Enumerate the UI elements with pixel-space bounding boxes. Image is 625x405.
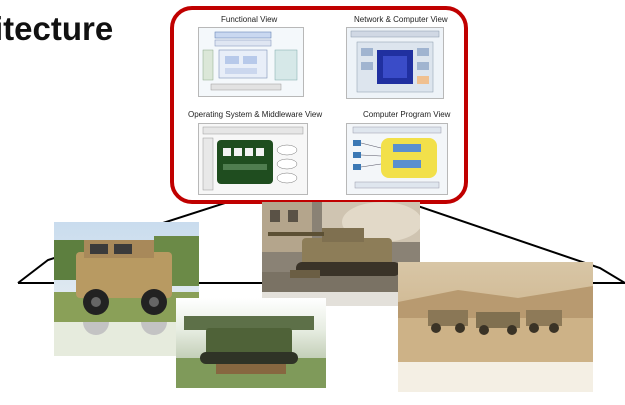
os-middleware-view-label: Operating System & Middleware View [188,110,323,119]
network-computer-view-label: Network & Computer View [354,15,448,24]
architecture-views-panel: Functional View Network & Computer View [170,6,468,204]
bridge-layer-tank-photo [176,298,326,388]
desert-convoy-photo [398,262,593,362]
os-middleware-view-diagram[interactable] [198,123,308,195]
network-computer-view-diagram[interactable] [346,27,444,99]
functional-view-diagram[interactable] [198,27,304,97]
armored-patrol-vehicle-photo [54,222,199,322]
computer-program-view-diagram[interactable] [346,123,448,195]
functional-view-label: Functional View [221,15,278,24]
armored-patrol-vehicle-reflection [54,322,199,356]
main-battle-tank-photo [262,202,420,292]
computer-program-view-label: Computer Program View [363,110,451,119]
desert-convoy-reflection [398,362,593,392]
page-title: itecture [0,10,114,47]
